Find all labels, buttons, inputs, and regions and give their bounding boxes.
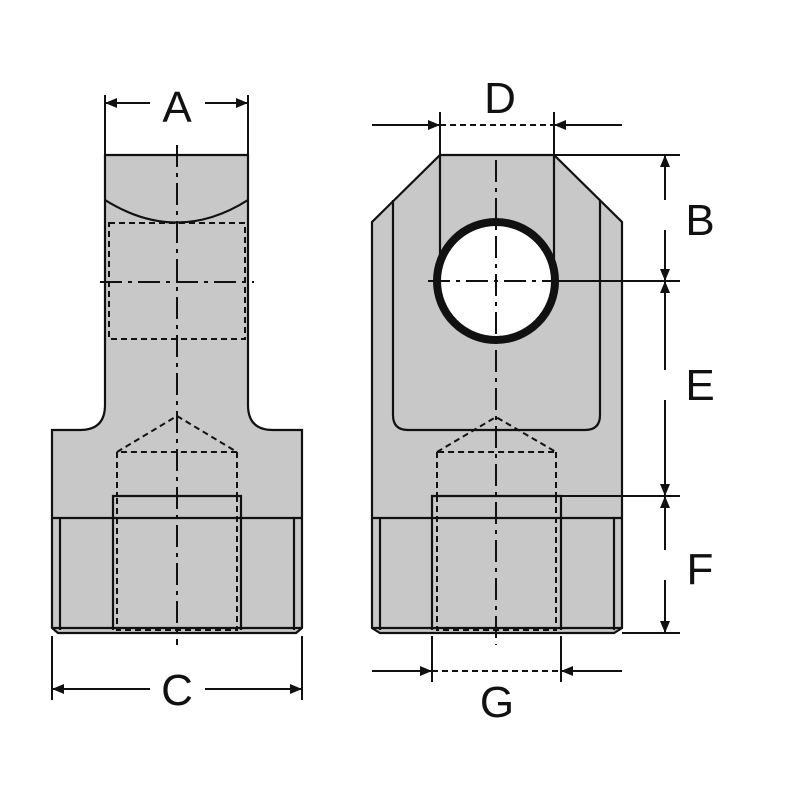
dim-label-e: E xyxy=(685,361,714,410)
front-view xyxy=(370,153,624,645)
hidden-drill-cone xyxy=(113,414,241,496)
dim-label-f: F xyxy=(687,545,714,594)
dim-label-a: A xyxy=(162,83,192,132)
dim-label-c: C xyxy=(161,666,193,715)
dimensions: A C D G B E F xyxy=(51,74,715,727)
side-view xyxy=(50,145,304,645)
hidden-drill-cone-front xyxy=(433,415,560,496)
dim-label-b: B xyxy=(685,196,714,245)
dim-label-g: G xyxy=(480,678,514,727)
dim-label-d: D xyxy=(484,74,516,123)
